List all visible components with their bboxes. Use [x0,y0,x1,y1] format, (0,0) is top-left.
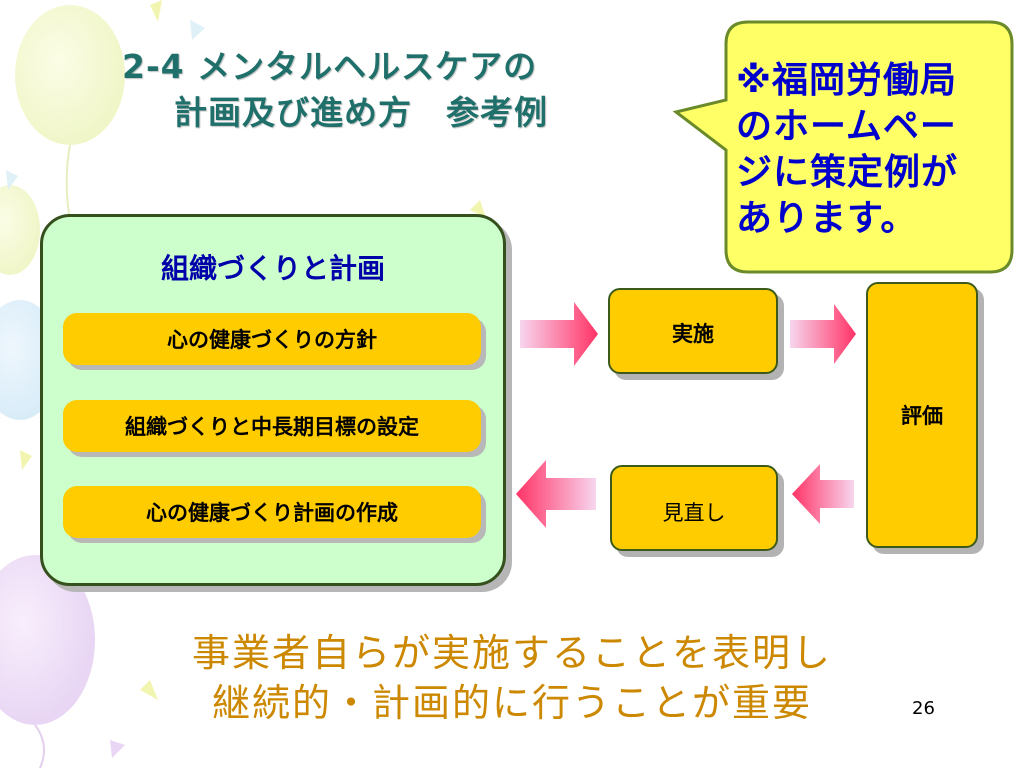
slide-title-line2: 計画及び進め方 参考例 [174,93,548,132]
confetti-shape [140,680,158,700]
key-message-line: 継続的・計画的に行うことが重要 [211,681,812,725]
callout-line: ジに策定例が [736,152,959,193]
callout-bubble [672,20,1014,274]
arrow-right-icon [790,304,856,364]
key-message-line: 事業者自らが実施することを表明し [191,631,832,675]
slide-title-line1: 2-4 メンタルヘルスケアの [122,47,538,86]
confetti-shape [110,740,125,758]
step-implement-label: 実施 [672,322,714,346]
arrow-right-icon [520,302,598,366]
planning-panel: 組織づくりと計画 心の健康づくりの方針 組織づくりと中長期目標の設定 心の健康づ… [40,214,506,586]
arrow-left-icon [792,464,854,524]
key-message: 事業者自らが実施することを表明し 継続的・計画的に行うことが重要 [0,628,1024,728]
step-implement: 実施 [608,288,778,374]
confetti-shape [470,200,486,218]
step-evaluate: 評価 [866,282,978,548]
step-review-label: 見直し [662,501,726,525]
plan-item-create-plan: 心の健康づくり計画の作成 [63,486,481,538]
panel-title: 組織づくりと計画 [160,252,385,285]
callout-line: ※福岡労働局 [736,60,957,101]
balloon-yellow-small-shape [0,185,40,275]
balloon-yellow-shape [15,5,125,145]
plan-item-goals: 組織づくりと中長期目標の設定 [63,400,481,452]
confetti-shape [190,20,205,40]
callout-line: あります。 [736,198,918,239]
arrow-left-icon [516,460,596,528]
confetti-shape [150,0,162,22]
callout-line: のホームペー [736,106,957,147]
confetti-shape [6,170,18,190]
page-number: 26 [912,698,935,719]
plan-item-policy: 心の健康づくりの方針 [63,313,481,365]
confetti-shape [20,450,32,470]
balloon-purple-shape [0,555,95,725]
callout-text: ※福岡労働局 のホームペー ジに策定例が あります。 [736,58,996,242]
step-review: 見直し [610,465,778,551]
step-evaluate-label: 評価 [901,404,943,428]
